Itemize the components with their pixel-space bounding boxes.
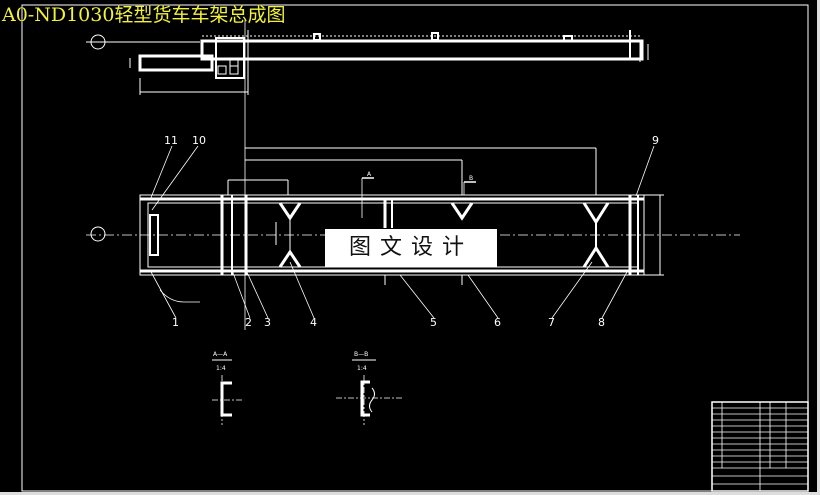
balloon-6: 6 — [494, 316, 501, 329]
title-block — [711, 401, 809, 492]
balloon-3: 3 — [264, 316, 271, 329]
balloon-11: 11 — [164, 134, 178, 147]
balloon-4: 4 — [310, 316, 317, 329]
balloon-7: 7 — [548, 316, 555, 329]
drawing-frame — [21, 4, 809, 492]
section-b-b — [336, 359, 404, 425]
section-a-a — [212, 359, 242, 425]
section-b-b-scale: 1:4 — [357, 365, 367, 372]
balloon-2: 2 — [245, 316, 252, 329]
balloon-9: 9 — [652, 134, 659, 147]
top-side-view — [86, 20, 649, 330]
section-marker-b: B — [469, 175, 473, 182]
watermark-label: 图文设计 — [325, 229, 497, 267]
section-a-a-label: A—A — [213, 351, 228, 358]
leader-lines — [149, 145, 655, 319]
balloon-10: 10 — [192, 134, 206, 147]
balloon-1: 1 — [172, 316, 179, 329]
balloon-5: 5 — [430, 316, 437, 329]
section-b-b-label: B—B — [354, 351, 368, 358]
section-a-a-scale: 1:4 — [216, 365, 226, 372]
section-marker-a: A — [367, 171, 372, 178]
balloon-8: 8 — [598, 316, 605, 329]
page-title: A0-ND1030轻型货车车架总成图 — [2, 4, 286, 26]
